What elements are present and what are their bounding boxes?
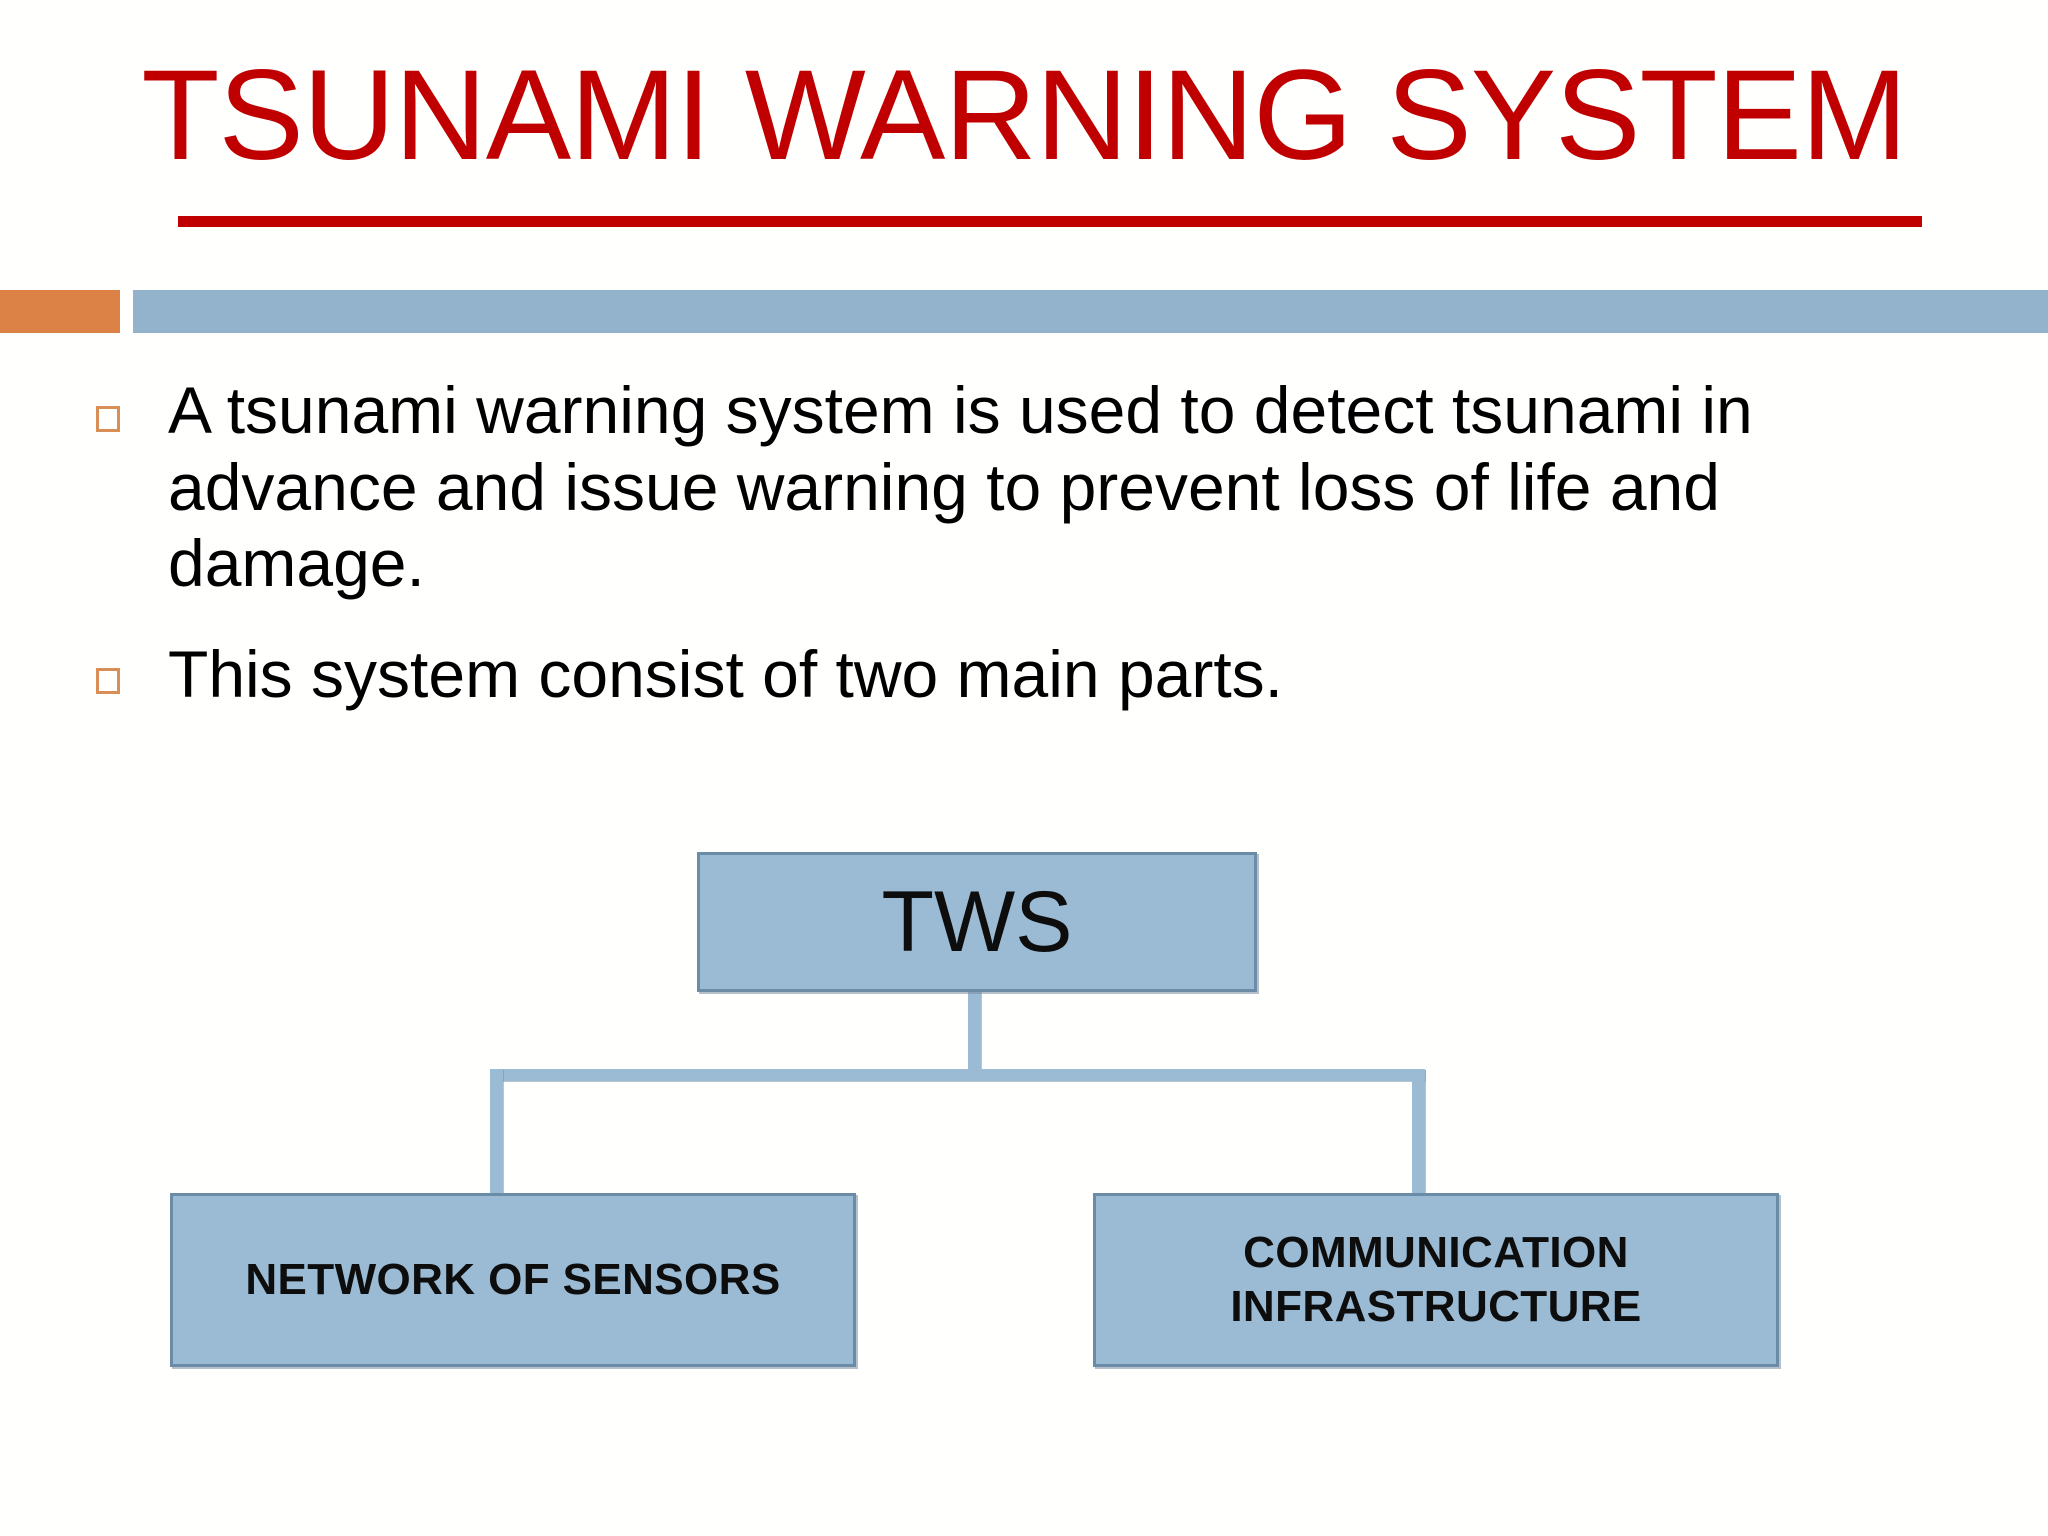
accent-bar-blue [133, 290, 2048, 333]
connector-horizontal-bar [490, 1069, 1425, 1081]
connector-drop-right [1412, 1069, 1425, 1196]
list-item: This system consist of two main parts. [0, 636, 2048, 713]
diagram-node-label: NETWORK OF SENSORS [245, 1255, 781, 1305]
diagram-node-communication-infrastructure[interactable]: COMMUNICATION INFRASTRUCTURE [1093, 1193, 1779, 1367]
bullet-text: A tsunami warning system is used to dete… [168, 373, 1753, 601]
connector-root-stem [968, 990, 981, 1072]
connector-drop-left [490, 1069, 503, 1196]
diagram-node-label: TWS [881, 874, 1073, 970]
square-bullet-icon [96, 406, 120, 432]
title-block: TSUNAMI WARNING SYSTEM [0, 52, 2048, 180]
title-underline-rule [178, 216, 1922, 227]
square-bullet-icon [96, 667, 120, 694]
page-title: TSUNAMI WARNING SYSTEM [141, 44, 1907, 187]
diagram-node-label: COMMUNICATION INFRASTRUCTURE [1230, 1228, 1642, 1331]
accent-bar-orange [0, 290, 120, 333]
list-item: A tsunami warning system is used to dete… [0, 372, 2048, 602]
diagram-node-tws[interactable]: TWS [697, 852, 1257, 992]
bullet-list: A tsunami warning system is used to dete… [0, 372, 2048, 722]
diagram-node-network-of-sensors[interactable]: NETWORK OF SENSORS [170, 1193, 856, 1367]
bullet-text: This system consist of two main parts. [168, 636, 1284, 711]
